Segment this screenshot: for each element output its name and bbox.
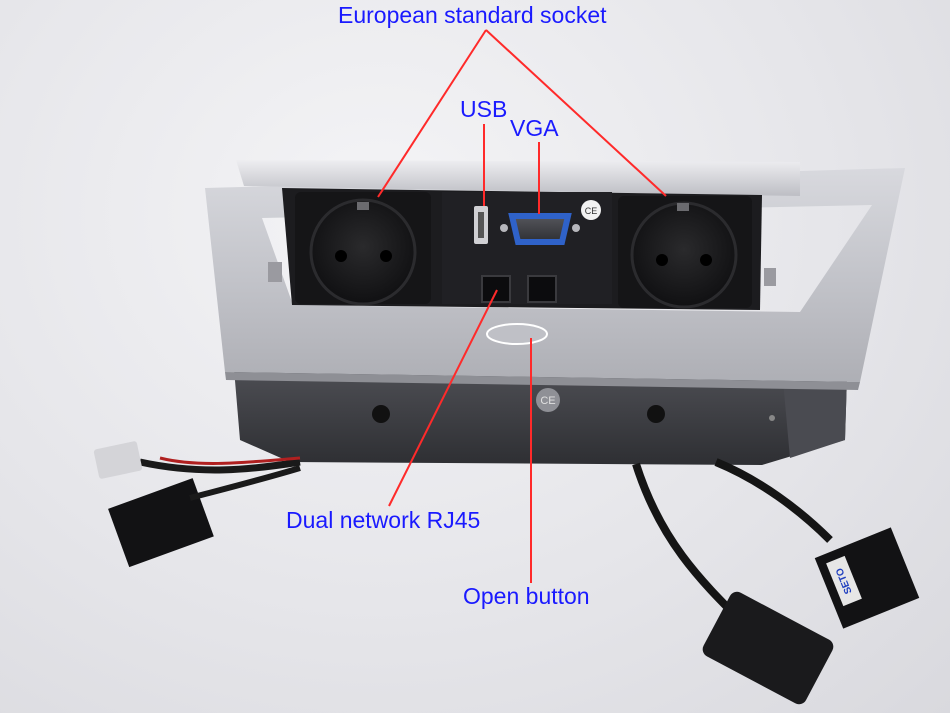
pointer-socket-left — [377, 29, 487, 198]
left-socket-pin-hole-2 — [380, 250, 392, 262]
housing-screw — [769, 415, 775, 421]
rj45-label: Dual network RJ45 — [286, 507, 481, 533]
left-socket-earth-clip — [357, 202, 369, 210]
raised-lid — [236, 160, 800, 196]
right-socket-pin-hole-1 — [656, 254, 668, 266]
rj45-port-right — [527, 275, 557, 303]
european-socket-label: European standard socket — [338, 2, 607, 28]
usb-label: USB — [460, 96, 508, 122]
rj45-keystone-left — [108, 478, 214, 568]
right-socket-earth-clip — [677, 203, 689, 211]
usb-port-tongue — [478, 212, 484, 238]
module-bracket-left — [268, 262, 282, 282]
cable-right-2 — [714, 458, 833, 543]
open-button[interactable] — [486, 323, 548, 345]
left-socket-pin-hole-1 — [335, 250, 347, 262]
housing-hole-right — [647, 405, 665, 423]
pointer-lines — [377, 29, 667, 583]
ce-sticker-text: CE — [585, 206, 598, 216]
vga-screw-left — [500, 224, 508, 232]
ce-mark-frame-text: CE — [540, 395, 555, 407]
seto-tag — [826, 555, 862, 607]
ce-sticker — [581, 200, 601, 220]
open-button-label: Open button — [463, 583, 590, 609]
pointer-rj45 — [388, 289, 498, 507]
vga-port — [508, 213, 572, 245]
rj45-port-left — [481, 275, 511, 303]
usb-connector-loose — [93, 441, 143, 479]
right-european-socket — [630, 201, 738, 309]
cable-to-keystone — [189, 465, 301, 501]
vga-screw-right — [572, 224, 580, 232]
pointer-socket-right — [485, 29, 667, 197]
right-socket-pin-hole-2 — [700, 254, 712, 266]
module-bracket-right — [764, 268, 776, 286]
aluminum-frame — [205, 168, 905, 382]
cable-left-bundle — [139, 458, 301, 474]
rj45-keystone-right — [814, 527, 920, 629]
vga-connector-loose — [702, 591, 834, 705]
left-european-socket — [309, 198, 417, 306]
cable-right-1 — [632, 462, 745, 625]
ce-mark-frame — [536, 388, 560, 412]
vga-label: VGA — [510, 115, 559, 141]
frame-bevel — [225, 372, 860, 390]
housing-hole-left — [372, 405, 390, 423]
cable-red-wire — [159, 456, 301, 465]
